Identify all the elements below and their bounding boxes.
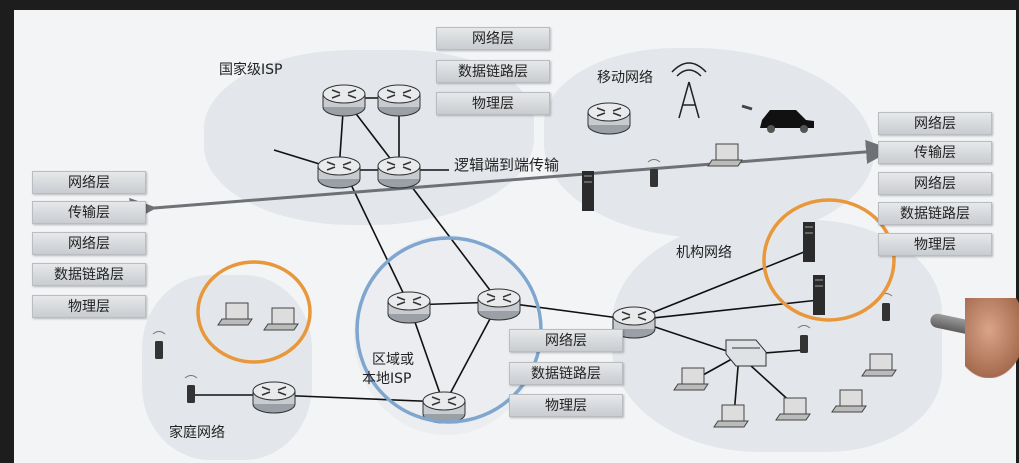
laptop-icon — [673, 367, 709, 391]
layer-box: 传输层 — [32, 201, 146, 224]
router-icon — [252, 381, 296, 414]
laptop-icon — [707, 143, 743, 167]
end-to-end-label: 逻辑端到端传输 — [454, 156, 560, 174]
router-icon — [377, 156, 421, 189]
network-diagram — [129, 62, 897, 428]
layer-box: 网络层 — [436, 27, 550, 50]
institution-network-label: 机构网络 — [676, 245, 732, 261]
server-icon — [803, 222, 815, 262]
regional-isp-label-1: 区域或 — [372, 352, 414, 368]
layer-box: 传输层 — [878, 141, 992, 164]
router-icon — [387, 291, 431, 324]
regional-isp-label-2: 本地ISP — [362, 371, 412, 387]
switch-icon — [725, 339, 767, 367]
presenter-hand — [965, 298, 1019, 378]
router-icon — [322, 84, 366, 117]
layer-box: 物理层 — [509, 394, 623, 417]
layer-box: 物理层 — [32, 295, 146, 318]
cell-tower-icon — [671, 62, 707, 119]
layer-box: 网络层 — [878, 112, 992, 135]
layer-box: 数据链路层 — [509, 362, 623, 385]
wireless-ap-icon — [184, 375, 198, 404]
router-icon — [587, 102, 631, 135]
layer-box: 物理层 — [878, 233, 992, 256]
car-icon — [760, 110, 814, 133]
router-icon — [317, 156, 361, 189]
phone-icon — [647, 159, 661, 188]
layer-box: 网络层 — [878, 172, 992, 195]
end-to-end-arrow — [129, 139, 893, 222]
server-icon — [813, 275, 825, 315]
server-highlight-circle — [762, 198, 896, 322]
layer-box: 网络层 — [32, 171, 146, 194]
router-icon — [377, 84, 421, 117]
wireless-ap-icon — [797, 325, 811, 354]
home-network-label: 家庭网络 — [169, 425, 225, 441]
router-icon — [477, 288, 521, 321]
laptop-icon — [775, 397, 811, 421]
phone-icon — [152, 331, 166, 360]
layer-box: 网络层 — [32, 232, 146, 255]
layer-box: 数据链路层 — [878, 202, 992, 225]
laptop-icon — [831, 389, 867, 413]
laptop-icon — [713, 404, 749, 428]
layer-box: 网络层 — [509, 329, 623, 352]
laptop-icon — [861, 353, 897, 377]
national-isp-label: 国家级ISP — [219, 62, 283, 78]
layer-box: 物理层 — [436, 92, 550, 115]
laptop-icon — [263, 307, 299, 331]
layer-box: 数据链路层 — [32, 263, 146, 286]
mobile-network-label: 移动网络 — [597, 70, 653, 86]
laptop-icon — [217, 302, 253, 326]
server-icon — [582, 171, 594, 211]
slide: 国家级ISP 移动网络 逻辑端到端传输 机构网络 区域或 本地ISP 家庭网络 … — [14, 10, 1016, 463]
layer-box: 数据链路层 — [436, 60, 550, 83]
institution-cloud — [612, 220, 942, 452]
car-arrow-icon — [741, 104, 753, 111]
home-highlight-circle — [196, 260, 312, 364]
